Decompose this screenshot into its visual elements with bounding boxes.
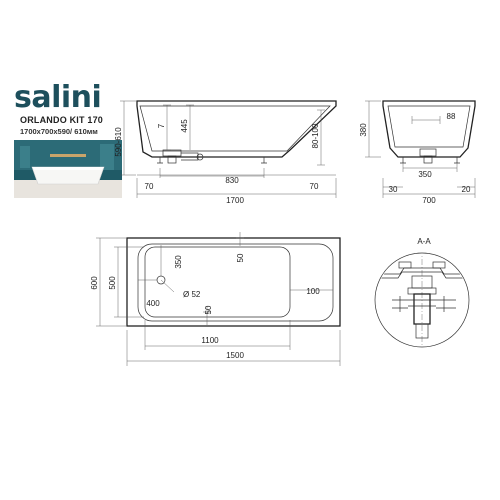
dim-top-length-outer: 1500	[226, 351, 244, 360]
dim-top-drain-diameter: Ø 52	[183, 290, 201, 299]
product-photo	[14, 140, 122, 198]
end-view: 380 88 350 30 700 20	[359, 100, 476, 205]
dim-top-margin-bottom: 50	[204, 305, 213, 314]
section-detail: A-A	[374, 237, 470, 348]
dim-end-width: 700	[422, 196, 436, 205]
model-name: ORLANDO KIT 170	[20, 115, 104, 125]
dim-end-drain: 88	[447, 112, 456, 121]
side-view: 590-610 7 445 80-100 70 830 70 1700	[114, 100, 337, 205]
section-label: A-A	[417, 237, 431, 246]
dim-top-margin-top: 50	[236, 253, 245, 262]
dim-end-foot-span: 350	[418, 170, 432, 179]
brand-logo: salini	[14, 80, 102, 115]
dim-foot-left: 70	[145, 182, 154, 191]
dim-end-right: 20	[462, 185, 471, 194]
dim-top-width-outer: 600	[90, 276, 99, 290]
dim-top-drain-offset: 350	[174, 255, 183, 269]
dim-top-width-inner: 500	[108, 276, 117, 290]
dim-depth: 445	[180, 119, 189, 133]
dim-top-drain-edge: 400	[146, 299, 160, 308]
dim-rim: 7	[157, 123, 166, 128]
dim-length: 1700	[226, 196, 244, 205]
dim-top-margin-right: 100	[306, 287, 320, 296]
top-view: 600 500 350 Ø 52 400 50 50 100 1100 1500	[90, 232, 341, 366]
dim-foot-span: 830	[225, 176, 239, 185]
dim-drain-height: 80-100	[311, 123, 320, 148]
dim-height-total: 590-610	[114, 127, 123, 157]
dim-end-height: 380	[359, 123, 368, 137]
dim-end-left: 30	[389, 185, 398, 194]
dim-foot-right: 70	[310, 182, 319, 191]
dim-top-length-inner: 1100	[201, 336, 219, 345]
model-dimensions: 1700x700x590/ 610мм	[20, 127, 98, 136]
